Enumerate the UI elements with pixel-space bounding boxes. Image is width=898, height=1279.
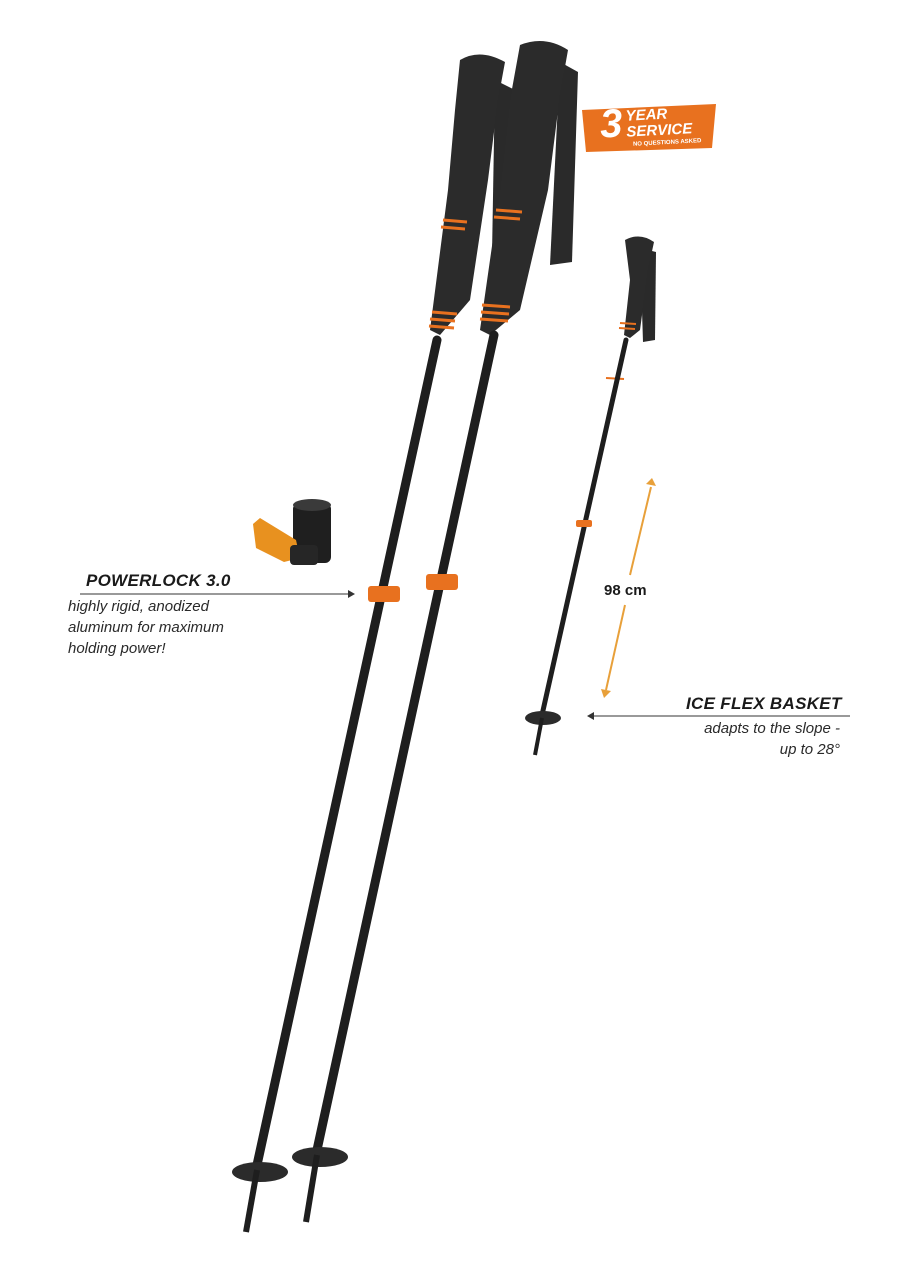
badge-line2: SERVICE — [625, 120, 693, 141]
ice-flex-basket-title: ICE FLEX BASKET — [686, 694, 842, 713]
powerlock-clamp — [426, 574, 458, 590]
pole-grip — [624, 236, 654, 338]
ski-pole-left — [232, 54, 515, 1233]
pole-grip — [430, 54, 505, 335]
length-label: 98 cm — [604, 582, 647, 599]
ice-flex-basket-description: adapts to the slope - up to 28° — [640, 718, 840, 760]
service-badge — [582, 104, 716, 152]
wrist-strap — [550, 62, 578, 265]
powerlock-clamp — [576, 520, 592, 527]
pole-basket — [292, 1147, 348, 1167]
powerlock-desc-line: aluminum for maximum — [68, 619, 224, 636]
powerlock-description: highly rigid, anodized aluminum for maxi… — [68, 596, 298, 659]
length-dimension-arrow — [601, 478, 656, 698]
powerlock-detail — [253, 499, 331, 565]
badge-number: 3 — [598, 101, 624, 147]
powerlock-desc-line: highly rigid, anodized — [68, 598, 209, 615]
basket-desc-line: adapts to the slope - — [704, 720, 840, 737]
pole-grip — [480, 41, 568, 335]
ski-pole-small — [525, 236, 656, 756]
ice-flex-basket — [525, 711, 561, 725]
powerlock-desc-line: holding power! — [68, 640, 166, 657]
basket-desc-line: up to 28° — [779, 741, 840, 758]
pole-basket — [232, 1162, 288, 1182]
ski-pole-right — [292, 41, 578, 1223]
badge-title: YEAR SERVICE — [625, 105, 693, 141]
powerlock-title: POWERLOCK 3.0 — [86, 571, 231, 590]
powerlock-clamp — [368, 586, 400, 602]
